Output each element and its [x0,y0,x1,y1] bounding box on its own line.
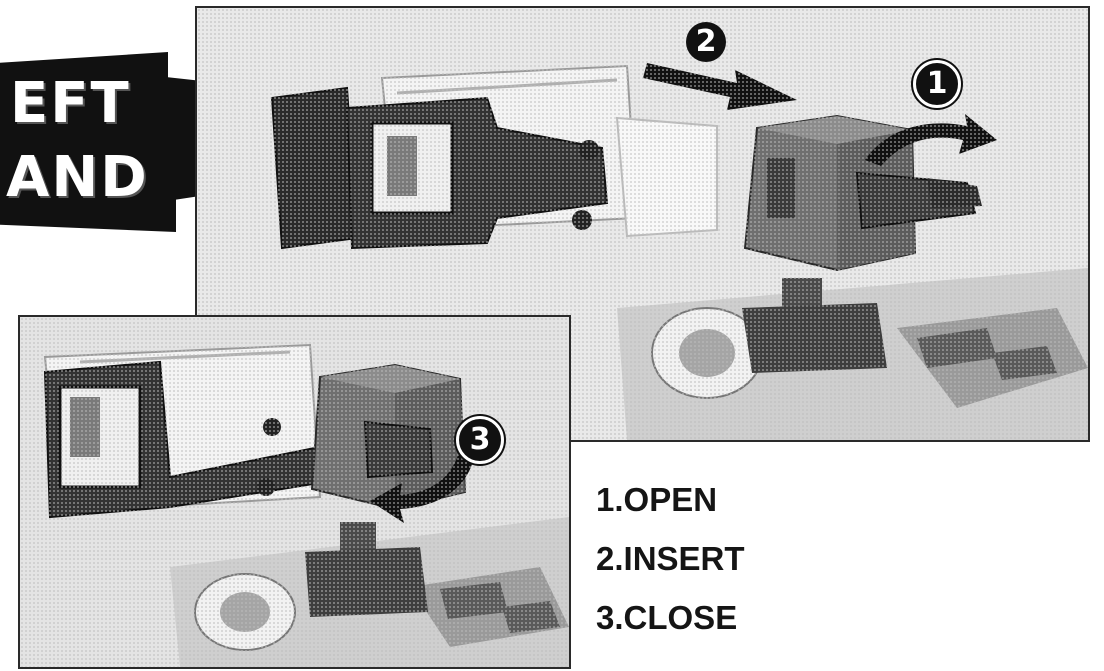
step-1-marker: 1 [913,60,961,108]
banner-title-line-1: EFT [10,71,131,136]
step-close: 3.CLOSE [596,599,738,636]
toy-illustration-bottom [43,343,569,667]
title-banner: EFT AND [0,52,200,232]
step-insert: 2.INSERT [596,540,745,577]
banner-title-line-2: AND [6,145,149,210]
step-open: 1.OPEN [596,481,718,518]
right-arrow-icon [643,63,797,110]
step-3-marker: 3 [456,416,504,464]
step-2-marker: 2 [686,22,726,62]
step-list: 1.OPEN 2.INSERT 3.CLOSE [596,470,856,647]
curved-arrow-icon [865,114,997,166]
photo-panel-close [18,315,571,669]
